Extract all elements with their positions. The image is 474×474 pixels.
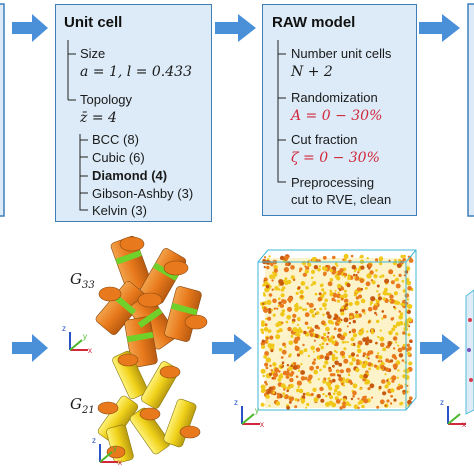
g33-label: G33 bbox=[70, 270, 95, 291]
axis-x-label: x bbox=[462, 420, 466, 429]
raw-item-value: A = 0 − 30% bbox=[291, 108, 383, 124]
axis-triad-right bbox=[447, 406, 466, 425]
right-edge-image bbox=[465, 289, 474, 415]
axis-y-label: y bbox=[83, 332, 87, 341]
axis-triad-g21 bbox=[99, 444, 118, 463]
arrow-right-bottom bbox=[420, 334, 460, 362]
rve-particles bbox=[260, 253, 414, 410]
raw-item-value: N + 2 bbox=[291, 64, 333, 80]
arrow-mid-bottom bbox=[212, 334, 252, 362]
axis-z-label: z bbox=[234, 398, 238, 407]
lattice-item: Kelvin (3) bbox=[92, 203, 147, 218]
axis-z-label: z bbox=[62, 324, 66, 333]
arrow-mid-top bbox=[215, 14, 256, 42]
g33-lattice-image bbox=[95, 235, 208, 368]
lattice-item-selected: Diamond (4) bbox=[92, 168, 168, 183]
arrow-right-top bbox=[419, 14, 460, 42]
size-label: Size bbox=[80, 46, 106, 61]
raw-item-value: cut to RVE, clean bbox=[291, 192, 392, 207]
axis-x-label: x bbox=[260, 420, 264, 429]
unit-cell-box bbox=[55, 4, 212, 222]
arrow-left-bottom bbox=[12, 334, 48, 362]
rve-cube-image bbox=[257, 249, 417, 411]
axis-z-label: z bbox=[92, 436, 96, 445]
raw-item-value: ζ = 0 − 30% bbox=[291, 150, 380, 166]
lattice-item: BCC (8) bbox=[92, 132, 139, 147]
raw-item-label: Cut fraction bbox=[291, 132, 358, 147]
raw-model-box bbox=[262, 4, 417, 216]
g21-label: G21 bbox=[70, 395, 95, 416]
size-value: a = 1, l = 0.433 bbox=[80, 64, 192, 80]
axis-z-label: z bbox=[440, 398, 444, 407]
axis-x-label: x bbox=[88, 346, 92, 355]
raw-item-label: Preprocessing bbox=[291, 175, 375, 190]
lattice-item: Gibson-Ashby (3) bbox=[92, 186, 194, 201]
topology-label: Topology bbox=[80, 92, 133, 107]
left-edge-box bbox=[0, 3, 5, 217]
axis-y-label: y bbox=[255, 406, 259, 415]
topology-value: z̄ = 4 bbox=[80, 110, 117, 126]
axis-x-label: x bbox=[118, 458, 122, 467]
unit-cell-title: Unit cell bbox=[64, 14, 123, 31]
lattice-item: Cubic (6) bbox=[92, 150, 145, 165]
right-edge-box bbox=[467, 3, 474, 217]
raw-item-label: Number unit cells bbox=[291, 46, 392, 61]
axis-triad-g33 bbox=[69, 332, 88, 351]
arrow-left-top bbox=[12, 14, 48, 42]
raw-item-label: Randomization bbox=[291, 90, 378, 105]
axis-y-label: y bbox=[113, 444, 117, 453]
axis-triad-rve bbox=[241, 406, 260, 425]
raw-model-title: RAW model bbox=[272, 14, 356, 31]
g21-lattice-image bbox=[97, 350, 201, 464]
